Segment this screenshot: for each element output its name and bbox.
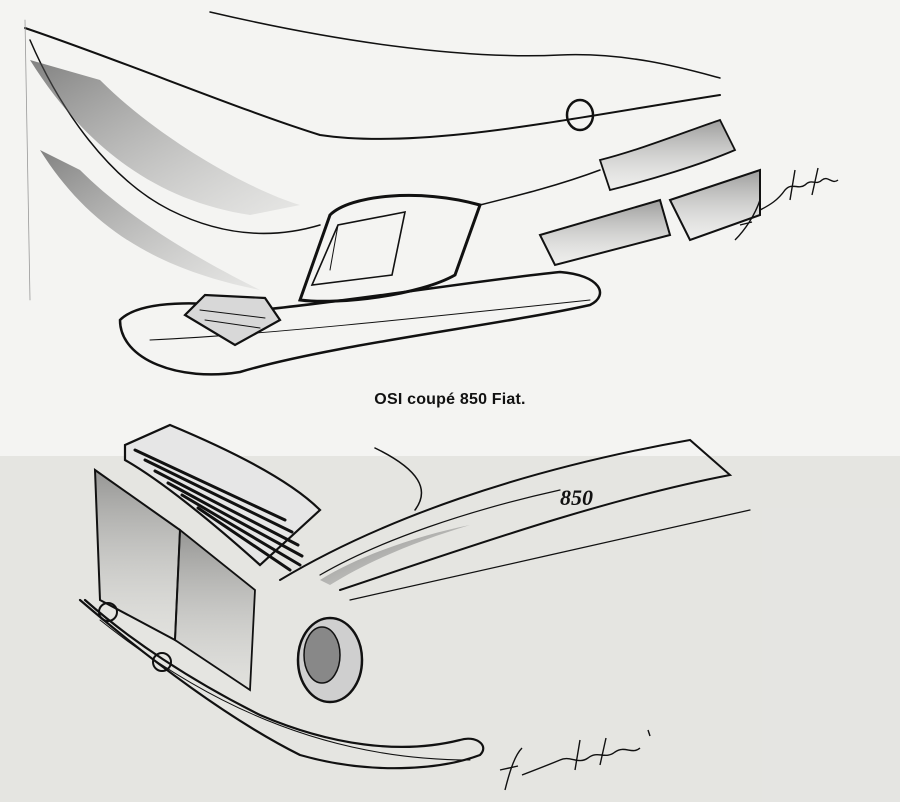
artist-signature-bottom <box>499 729 651 791</box>
badge-850: 850 <box>560 485 593 510</box>
artist-signature-top <box>734 167 839 241</box>
rear-view-sketch: 850 <box>78 423 751 770</box>
front-view-sketch <box>24 11 761 376</box>
figure-caption: OSI coupé 850 Fiat. <box>374 391 526 408</box>
engine-louvre-vents <box>123 423 322 572</box>
